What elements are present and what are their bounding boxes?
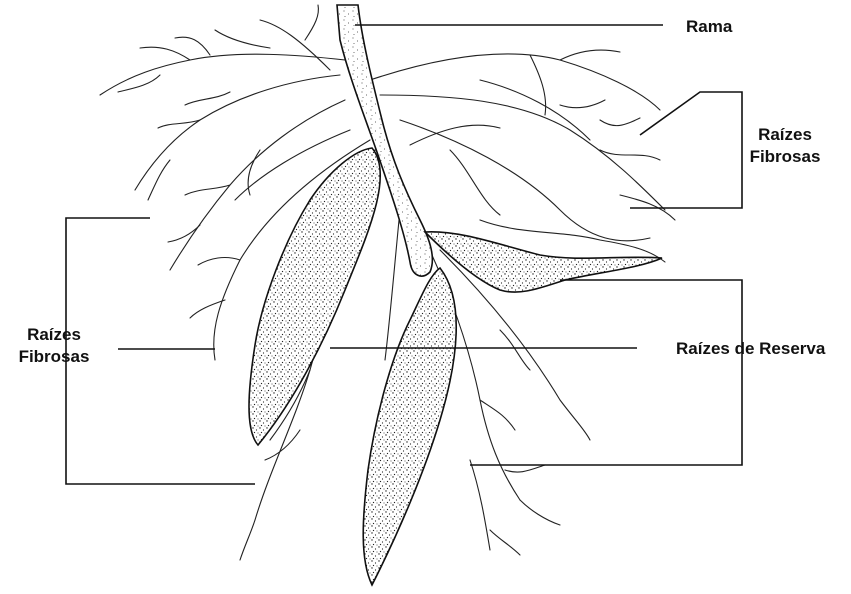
label-fibrous-roots-left-line1: Raízes	[6, 324, 102, 346]
storage-root-left	[249, 148, 380, 445]
label-fibrous-roots-left-line2: Fibrosas	[6, 346, 102, 368]
label-rama: Rama	[686, 16, 732, 38]
storage-root-center	[363, 268, 456, 585]
label-fibrous-roots-right: Raízes Fibrosas	[738, 124, 832, 168]
label-fibrous-roots-right-line2: Fibrosas	[738, 146, 832, 168]
fibrosas-right-bracket	[630, 92, 742, 208]
label-fibrous-roots-left: Raízes Fibrosas	[6, 324, 102, 368]
label-fibrous-roots-right-line1: Raízes	[738, 124, 832, 146]
reserva-bracket	[470, 280, 742, 465]
label-storage-roots: Raízes de Reserva	[676, 338, 825, 360]
